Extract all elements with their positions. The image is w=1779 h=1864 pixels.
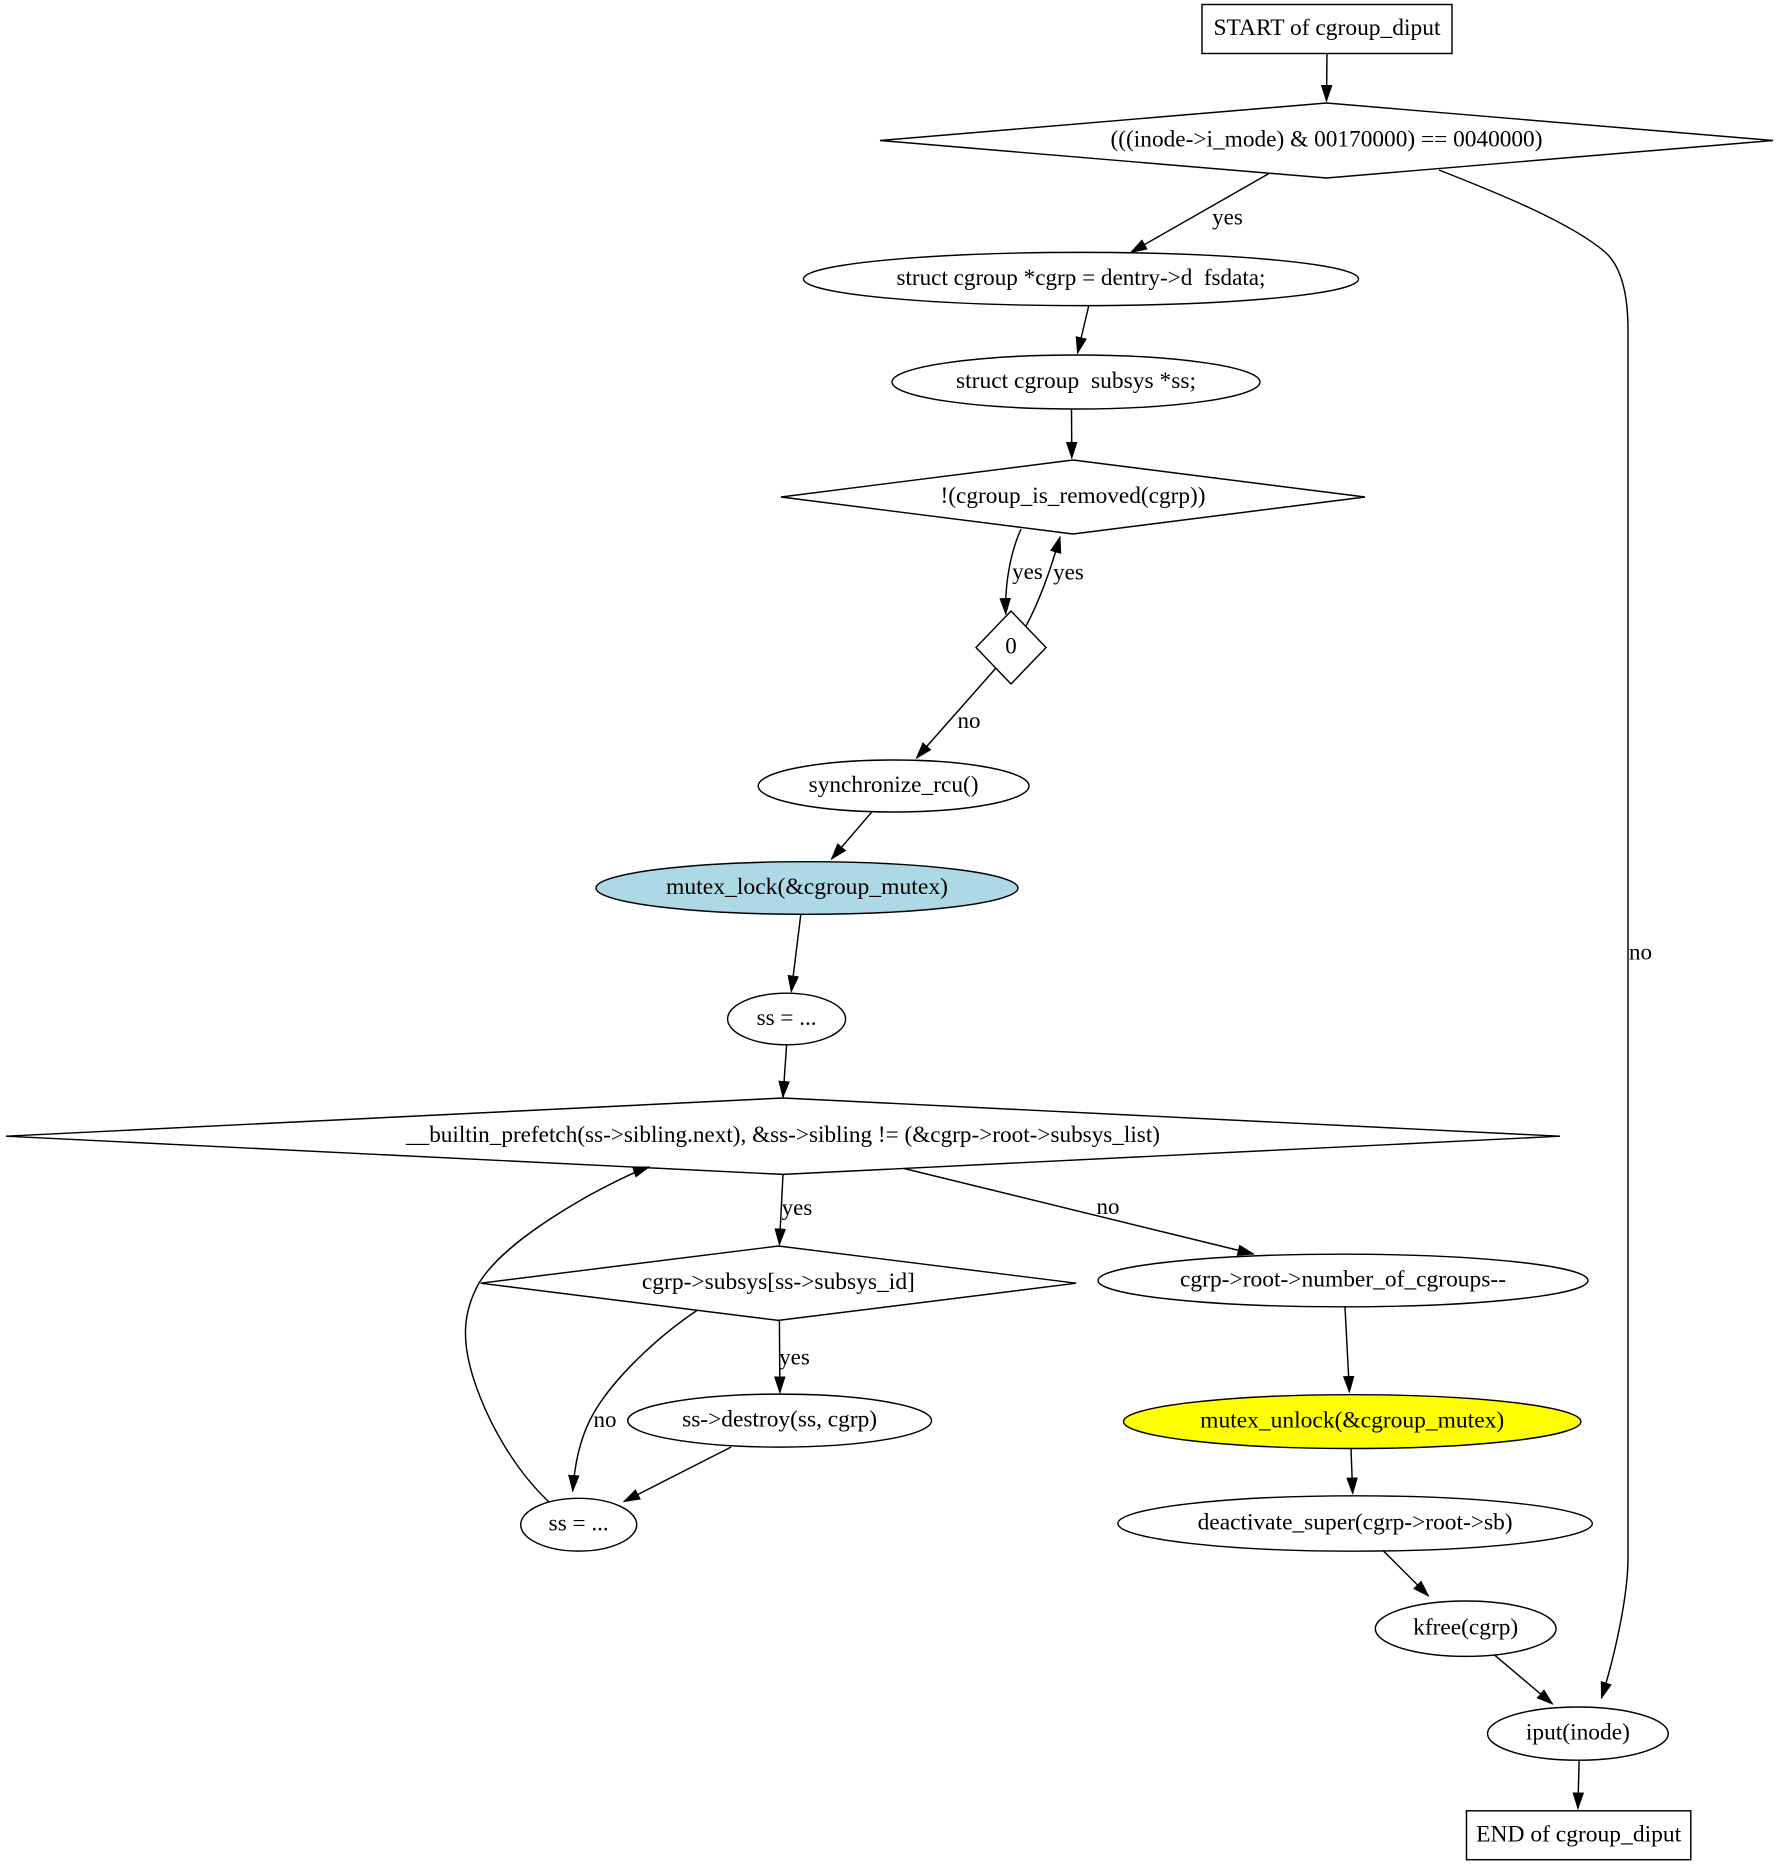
svg-text:END of cgroup_diput: END of cgroup_diput — [1476, 1821, 1682, 1846]
svg-text:mutex_lock(&cgroup_mutex): mutex_lock(&cgroup_mutex) — [666, 874, 948, 899]
svg-text:__builtin_prefetch(ss->sibling: __builtin_prefetch(ss->sibling.next), &s… — [405, 1122, 1160, 1147]
svg-text:yes: yes — [782, 1195, 813, 1220]
svg-text:(((inode->i_mode) & 00170000): (((inode->i_mode) & 00170000) == 0040000… — [1111, 127, 1543, 152]
svg-text:no: no — [594, 1407, 617, 1432]
svg-text:synchronize_rcu(): synchronize_rcu() — [809, 772, 979, 797]
svg-text:ss = ...: ss = ... — [549, 1511, 609, 1536]
svg-text:ss->destroy(ss, cgrp): ss->destroy(ss, cgrp) — [682, 1407, 877, 1432]
svg-text:yes: yes — [1212, 205, 1243, 230]
svg-text:0: 0 — [1005, 634, 1017, 659]
svg-text:yes: yes — [1053, 559, 1084, 584]
svg-text:iput(inode): iput(inode) — [1526, 1720, 1630, 1745]
svg-text:mutex_unlock(&cgroup_mutex): mutex_unlock(&cgroup_mutex) — [1200, 1408, 1504, 1433]
svg-text:ss = ...: ss = ... — [757, 1005, 817, 1030]
svg-text:no: no — [1629, 940, 1652, 965]
svg-text:cgrp->root->number_of_cgroups-: cgrp->root->number_of_cgroups-- — [1180, 1267, 1506, 1292]
svg-text:struct cgroup subsys *ss;: struct cgroup subsys *ss; — [956, 368, 1196, 393]
svg-text:kfree(cgrp): kfree(cgrp) — [1413, 1615, 1518, 1640]
svg-text:yes: yes — [1012, 559, 1043, 584]
svg-text:deactivate_super(cgrp->root->s: deactivate_super(cgrp->root->sb) — [1198, 1510, 1513, 1535]
svg-text:START of cgroup_diput: START of cgroup_diput — [1214, 15, 1442, 40]
svg-text:yes: yes — [779, 1345, 810, 1370]
svg-text:cgrp->subsys[ss->subsys_id]: cgrp->subsys[ss->subsys_id] — [642, 1269, 915, 1294]
svg-text:no: no — [1097, 1194, 1120, 1219]
svg-text:struct cgroup *cgrp = dentry->: struct cgroup *cgrp = dentry->d fsdata; — [897, 265, 1266, 290]
svg-text:no: no — [958, 708, 981, 733]
svg-text:!(cgroup_is_removed(cgrp)): !(cgroup_is_removed(cgrp)) — [941, 483, 1206, 508]
